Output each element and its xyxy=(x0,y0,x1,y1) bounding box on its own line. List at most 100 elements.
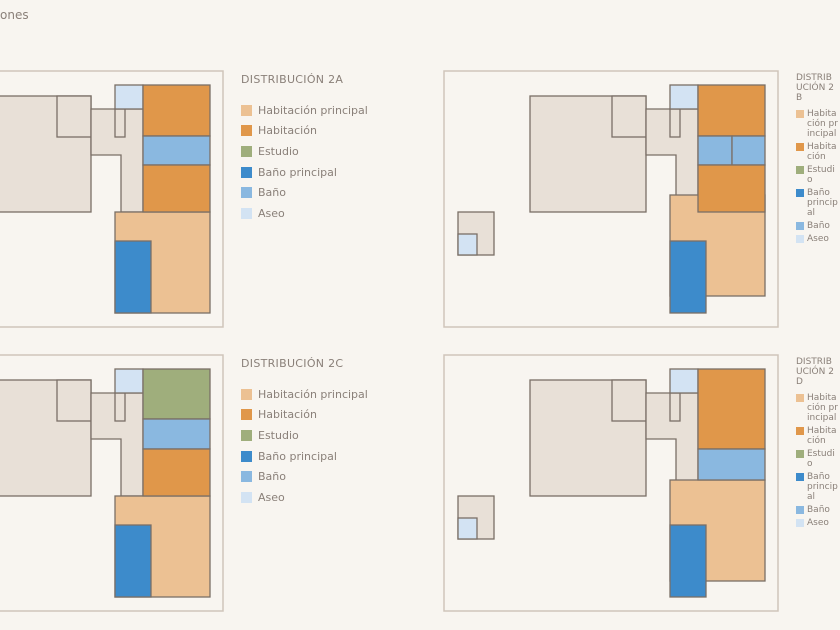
legend-label: Estudio xyxy=(258,144,299,158)
room-bano-principal xyxy=(114,524,152,598)
legend-label: Aseo xyxy=(258,490,285,504)
legend-swatch xyxy=(796,394,804,402)
legend-swatch xyxy=(796,506,804,514)
legend-swatch xyxy=(241,388,252,400)
legend-label: Baño principal xyxy=(807,188,838,218)
legend-label: Baño principal xyxy=(258,165,337,179)
legend-swatch xyxy=(796,189,804,197)
room-estudio xyxy=(142,368,211,420)
legend-label: Estudio xyxy=(258,428,299,442)
legend-swatch xyxy=(241,166,252,178)
legend-swatch xyxy=(796,143,804,151)
legend-swatch xyxy=(796,235,804,243)
room-habitacion xyxy=(697,164,766,213)
kitchen xyxy=(56,95,92,138)
legend-item: Baño principal xyxy=(241,162,368,183)
room-aseo xyxy=(669,84,699,110)
room-bano xyxy=(142,135,211,166)
legend-swatch xyxy=(241,125,252,137)
legend-item: Estudio xyxy=(796,165,838,185)
legend-item: Aseo xyxy=(796,234,838,244)
legend-item: Aseo xyxy=(241,487,368,508)
room-aseo xyxy=(114,368,144,394)
floorplan-frame xyxy=(443,70,779,328)
room-bano xyxy=(731,135,766,166)
legend-label: Baño xyxy=(258,470,286,484)
legend-item: Baño xyxy=(796,221,838,231)
floorplan-frame xyxy=(0,354,224,612)
legend-swatch xyxy=(241,429,252,441)
floorplan-2a xyxy=(0,70,224,328)
legend-item: Baño principal xyxy=(796,472,838,502)
closet xyxy=(114,108,126,138)
legend-label: Baño xyxy=(258,186,286,200)
legend-label: Habitación xyxy=(258,124,317,138)
legend-swatch xyxy=(796,166,804,174)
legend-label: Habitación xyxy=(258,408,317,422)
legend-swatch xyxy=(796,110,804,118)
legend-label: Habitación principal xyxy=(807,109,838,139)
legend-swatch xyxy=(796,222,804,230)
legend-label: Aseo xyxy=(807,234,829,244)
legend-swatch xyxy=(241,450,252,462)
legend-item: Aseo xyxy=(241,203,368,224)
legend-label: Aseo xyxy=(807,518,829,528)
room-bano xyxy=(697,135,733,166)
legend-swatch xyxy=(241,104,252,116)
legend-item: Habitación xyxy=(796,142,838,162)
legend-item: Habitación principal xyxy=(241,384,368,405)
legend-swatch xyxy=(241,207,252,219)
legend-swatch xyxy=(796,450,804,458)
legend-item: Baño xyxy=(241,182,368,203)
legend-item: Habitación principal xyxy=(241,100,368,121)
legend-swatch xyxy=(796,473,804,481)
legend-item: Habitación principal xyxy=(796,393,838,423)
room-habitacion xyxy=(142,84,211,137)
room-bano-principal xyxy=(114,240,152,314)
legend-item: Baño principal xyxy=(796,188,838,218)
kitchen xyxy=(56,379,92,422)
closet xyxy=(114,392,126,422)
kitchen xyxy=(611,379,647,422)
legend-item: Estudio xyxy=(241,425,368,446)
legend-label: Estudio xyxy=(807,449,835,469)
legend-label: Habitación principal xyxy=(258,103,368,117)
legend-swatch xyxy=(241,471,252,483)
legend-label: Baño principal xyxy=(258,449,337,463)
room-aseo xyxy=(457,517,478,540)
legend-label: Baño xyxy=(807,221,830,231)
legend-item: Estudio xyxy=(796,449,838,469)
floorplan-2c xyxy=(0,354,224,612)
legend-heading: DISTRIBUCIÓN 2B xyxy=(796,73,834,103)
kitchen xyxy=(611,95,647,138)
legend-label: Estudio xyxy=(807,165,835,185)
room-aseo xyxy=(669,368,699,394)
legend-label: Habitación xyxy=(807,142,837,162)
legend-swatch xyxy=(241,187,252,199)
legend-item: Habitación xyxy=(241,121,368,142)
room-bano xyxy=(697,448,766,481)
legend-item: Estudio xyxy=(241,141,368,162)
legend-swatch xyxy=(241,409,252,421)
closet xyxy=(669,108,681,138)
floorplan-2b xyxy=(443,70,779,328)
legend-item: Baño xyxy=(241,466,368,487)
room-bano-principal xyxy=(669,524,707,598)
room-habitacion xyxy=(697,368,766,450)
legend-item: Habitación principal xyxy=(796,109,838,139)
legend-item: Baño principal xyxy=(241,446,368,467)
floorplan-frame xyxy=(0,70,224,328)
room-habitacion xyxy=(697,84,766,137)
room-bano-principal xyxy=(669,240,707,314)
room-habitacion xyxy=(142,164,211,213)
room-bano xyxy=(142,418,211,450)
floorplan-frame xyxy=(443,354,779,612)
room-aseo xyxy=(457,233,478,256)
closet xyxy=(669,392,681,422)
legend-heading: DISTRIBUCIÓN 2C xyxy=(241,357,344,370)
legend-heading: DISTRIBUCIÓN 2D xyxy=(796,357,834,387)
